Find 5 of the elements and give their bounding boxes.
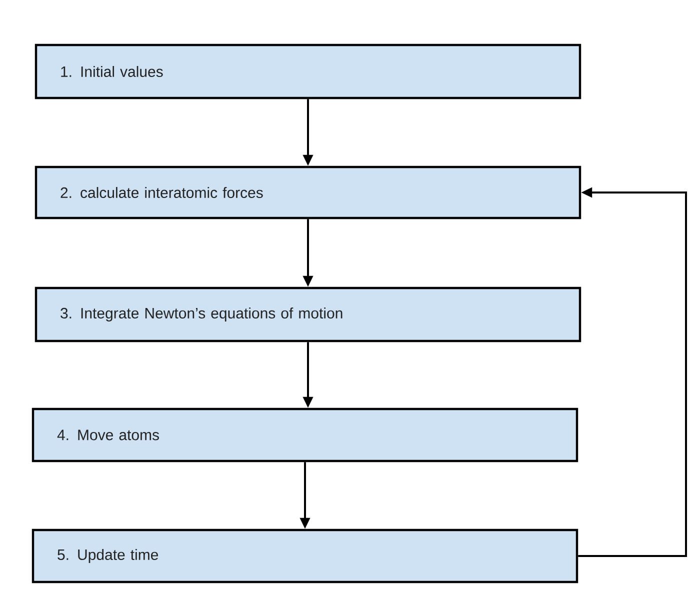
process-box: 5. Update time xyxy=(32,528,578,584)
process-box: 2. calculate interatomic forces xyxy=(34,166,582,220)
process-box: 3. Integrate Newton’s equations of motion xyxy=(34,286,582,342)
process-box: 4. Move atoms xyxy=(32,408,578,462)
process-box: 1. Initial values xyxy=(34,44,582,100)
